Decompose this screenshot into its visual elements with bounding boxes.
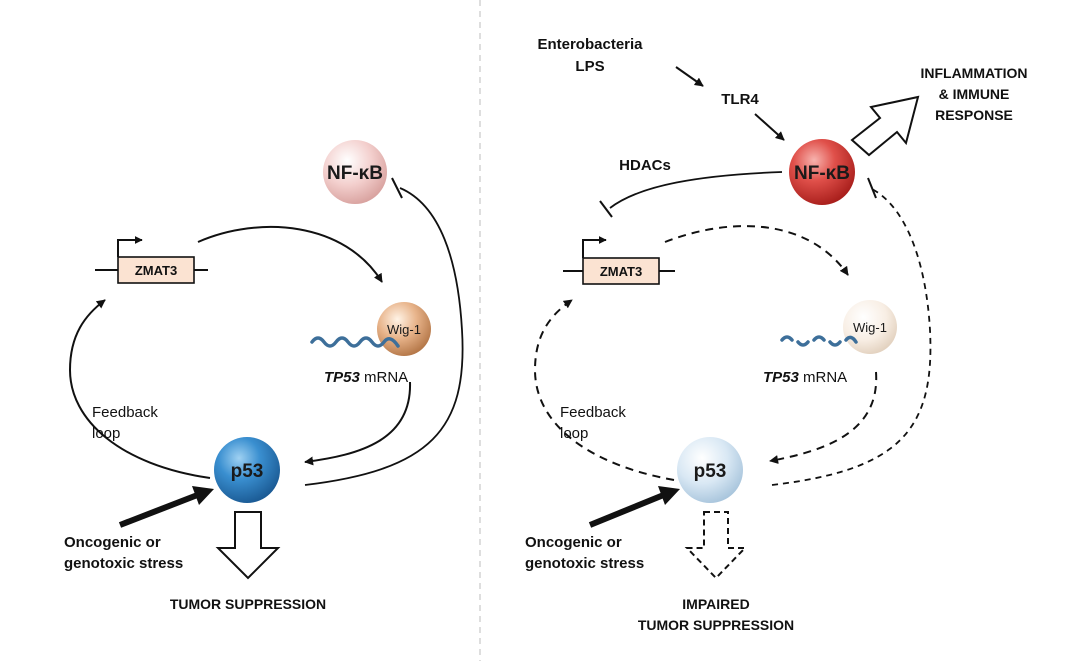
- right-inflammation-line1: INFLAMMATION: [920, 65, 1027, 81]
- right-panel: Enterobacteria LPS TLR4 NF-κB INFLAMMATI…: [525, 36, 1028, 633]
- right-wig1-to-p53-arrow: [769, 371, 878, 464]
- left-outcome-arrow: [215, 511, 281, 580]
- left-stress-line1: Oncogenic or: [64, 534, 161, 551]
- left-tp53-mrna-label: TP53 mRNA: [324, 369, 408, 386]
- right-lps-to-tlr4-arrow: [675, 66, 704, 87]
- left-stress-arrowhead: [192, 486, 214, 505]
- right-inflammation-arrow: [850, 95, 920, 157]
- right-nfkb-inhibits-zmat3: [609, 171, 783, 209]
- left-zmat3-to-wig1-arrow: [197, 226, 383, 283]
- left-p53-label: p53: [231, 461, 264, 482]
- left-p53-inhibits-nfkb: [304, 187, 464, 486]
- left-outcome-label: TUMOR SUPPRESSION: [170, 596, 326, 612]
- left-inhibition-bar: [391, 177, 403, 199]
- right-zmat3-to-wig1-arrow: [664, 225, 849, 276]
- left-feedback-line2: loop: [92, 425, 120, 442]
- right-tlr4-to-nfkb-arrow: [754, 113, 785, 141]
- left-p53-node: [214, 437, 280, 503]
- right-wig1-label: Wig-1: [853, 320, 887, 335]
- right-feedback-line1: Feedback: [560, 404, 626, 421]
- left-nfkb-node: [323, 140, 387, 204]
- right-inflammation-line3: RESPONSE: [935, 107, 1013, 123]
- left-panel: ZMAT3 NF-κB Wig-1 TP53 mRNA p53 Feedback…: [64, 140, 464, 612]
- right-p53-label: p53: [694, 461, 727, 482]
- right-stress-arrowhead: [658, 486, 680, 505]
- right-zmat3-box: [582, 257, 660, 285]
- left-zmat3-box: [117, 256, 195, 284]
- right-feedback-line2: loop: [560, 425, 588, 442]
- right-zmat3-label: ZMAT3: [600, 264, 642, 279]
- right-outcome-line2: TUMOR SUPPRESSION: [638, 617, 794, 633]
- right-lps-label: LPS: [575, 58, 604, 75]
- right-hdacs-label: HDACs: [619, 157, 671, 174]
- left-wig1-label: Wig-1: [387, 322, 421, 337]
- left-mrna-strand: [310, 336, 400, 348]
- right-enterobacteria-label: Enterobacteria: [537, 36, 643, 53]
- right-outcome-line1: IMPAIRED: [682, 596, 749, 612]
- right-feedback-arrow: [533, 299, 675, 481]
- right-inflammation-line2: & IMMUNE: [939, 86, 1010, 102]
- left-wig1-node: [377, 302, 431, 356]
- right-promoter-arrow: [582, 236, 607, 258]
- left-stress-line2: genotoxic stress: [64, 555, 183, 572]
- right-mrna-fragmented: [780, 335, 858, 347]
- left-stress-arrow-shaft: [118, 491, 202, 528]
- right-stress-line1: Oncogenic or: [525, 534, 622, 551]
- left-zmat3-label: ZMAT3: [135, 263, 177, 278]
- left-feedback-line1: Feedback: [92, 404, 158, 421]
- right-hdac-inhibition-bar: [599, 200, 613, 218]
- right-stress-line2: genotoxic stress: [525, 555, 644, 572]
- right-outcome-arrow: [684, 511, 748, 580]
- left-promoter-arrow: [117, 236, 143, 257]
- left-wig1-to-p53-arrow: [304, 381, 412, 466]
- right-tp53-mrna-label: TP53 mRNA: [763, 369, 847, 386]
- right-inhibition-bar: [867, 177, 877, 199]
- right-nfkb-label: NF-κB: [794, 163, 850, 184]
- left-feedback-arrow: [68, 299, 211, 479]
- left-nfkb-label: NF-κB: [327, 163, 383, 184]
- right-stress-arrow-shaft: [588, 491, 668, 528]
- right-tlr4-label: TLR4: [721, 91, 759, 108]
- right-nfkb-node: [789, 139, 855, 205]
- right-p53-node: [677, 437, 743, 503]
